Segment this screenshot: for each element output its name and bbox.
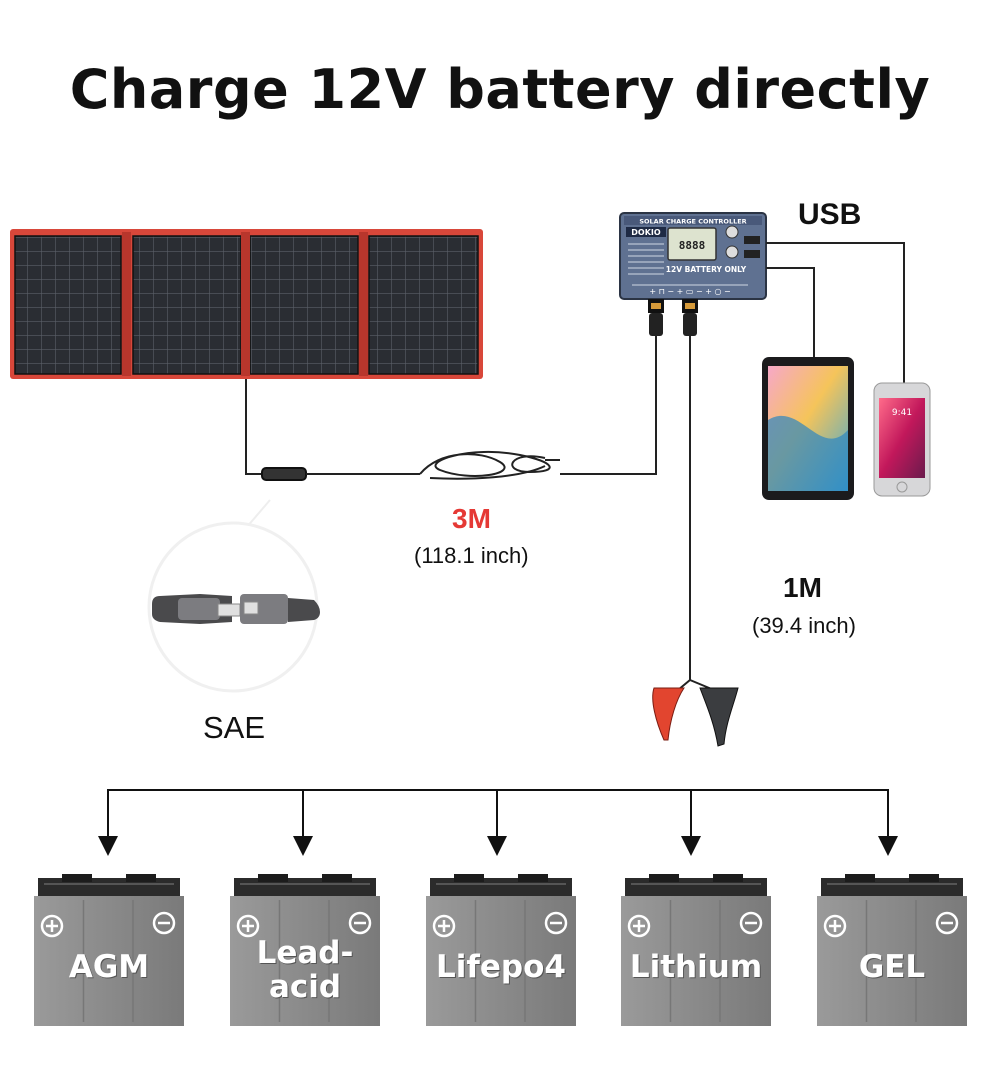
cable-3m <box>245 336 657 481</box>
battery-type-label: Lithium <box>621 950 771 984</box>
solar-panel <box>10 229 483 379</box>
battery-icon <box>230 874 380 1026</box>
battery-label-line: Lead- <box>256 935 354 971</box>
battery-icon <box>426 874 576 1026</box>
sae-connector-label: SAE <box>203 710 266 745</box>
controller-lcd-display <box>667 227 717 261</box>
distribution-arrows <box>107 789 889 842</box>
cable-1m-length: 1M <box>783 572 822 603</box>
controller-header: SOLAR CHARGE CONTROLLER <box>639 218 746 226</box>
battery-type-label: Lead-acid <box>230 936 380 1004</box>
smartphone-device: 9:41 <box>873 382 931 497</box>
battery-group <box>34 874 967 1026</box>
sae-connector-callout <box>147 499 320 693</box>
solar-panel-segment <box>249 235 359 375</box>
cable-3m-length: 3M <box>452 503 491 534</box>
lcd-readout: 8888 <box>679 239 706 252</box>
solar-panel-segment <box>368 235 479 375</box>
battery-label-line: GEL <box>858 949 926 985</box>
usb-cables <box>766 242 905 385</box>
battery-icon <box>621 874 771 1026</box>
tablet-device <box>762 357 854 500</box>
svg-text:+ ⊓ − + ▭ − + ○ −: + ⊓ − + ▭ − + ○ − <box>649 287 730 296</box>
battery-label-line: AGM <box>68 949 150 985</box>
solar-panel-segment <box>14 235 122 375</box>
battery-type-label: GEL <box>817 950 967 984</box>
battery-label-line: acid <box>268 969 342 1005</box>
cable-3m-inches: (118.1 inch) <box>414 543 529 568</box>
battery-clamps <box>652 679 739 747</box>
solar-charge-controller: SOLAR CHARGE CONTROLLER DOKIO 8888 12V B… <box>619 212 767 300</box>
battery-icon <box>34 874 184 1026</box>
controller-brand-logo: DOKIO <box>631 228 661 237</box>
battery-label-line: Lithium <box>629 949 763 985</box>
cable-1m-inches: (39.4 inch) <box>752 613 856 638</box>
controller-battery-note: 12V BATTERY ONLY <box>666 265 747 274</box>
page-title: Charge 12V battery directly <box>69 58 931 121</box>
battery-type-label: AGM <box>34 950 184 984</box>
solar-panel-segment <box>132 235 242 375</box>
usb-label: USB <box>798 198 862 231</box>
battery-label-line: Lifepo4 <box>436 949 566 985</box>
controller-plugs <box>648 299 698 336</box>
battery-type-label: Lifepo4 <box>426 950 576 984</box>
phone-clock: 9:41 <box>892 408 912 418</box>
battery-icon <box>817 874 967 1026</box>
arrow-heads <box>98 836 898 856</box>
